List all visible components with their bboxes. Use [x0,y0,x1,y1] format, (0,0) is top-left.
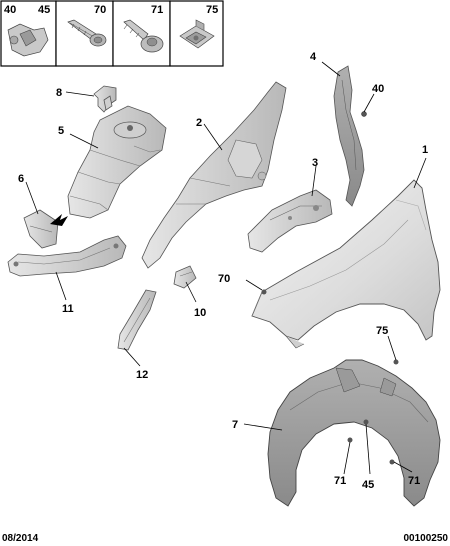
clip-75-marker [393,359,399,365]
callout-71-right: 71 [408,475,420,487]
part-4-seal-strip [333,65,365,207]
header-label-71: 71 [151,4,163,16]
callout-75: 75 [376,325,388,337]
footer-date: 08/2014 [2,533,39,544]
callout-40: 40 [372,83,384,95]
callout-5: 5 [58,125,64,137]
screw-icon [67,19,107,47]
leader-lines [25,61,427,475]
part-2-upper-rail [141,81,287,269]
callout-labels: 1 2 3 4 5 6 7 8 10 11 12 40 70 75 71 45 … [18,51,428,491]
header-box-70: 70 [55,0,114,67]
callout-70: 70 [218,273,230,285]
callout-10: 10 [194,307,206,319]
header-box-40-45: 40 45 [0,0,57,67]
clip-icon [7,23,49,57]
part-7-wheel-arch-liner [267,359,441,507]
footer-reference: 00100250 [404,533,449,544]
bolt-71-right-marker [389,459,395,465]
callout-71-left: 71 [334,475,346,487]
header-label-70: 70 [94,4,106,16]
header-label-75: 75 [206,4,218,16]
callout-6: 6 [18,173,24,185]
callout-12: 12 [136,369,148,381]
header-box-75: 75 [169,0,224,67]
callout-45: 45 [362,479,374,491]
bolt-71-left-marker [347,437,353,443]
part-11-lower-rail [7,235,127,277]
direction-arrow [50,214,68,226]
clip-40-marker [361,111,367,117]
callout-7: 7 [232,419,238,431]
callout-11: 11 [62,303,74,315]
part-5-strut-tower [67,105,167,219]
header-label-40: 40 [4,4,16,16]
clip-45-marker [363,419,369,425]
callout-2: 2 [196,117,202,129]
callout-3: 3 [312,157,318,169]
part-1-front-fender [251,179,441,349]
part-8-bracket [93,85,117,113]
callout-1: 1 [422,144,428,156]
part-6-plate [23,209,59,249]
nut-clip-icon [179,19,215,49]
header-label-45: 45 [38,4,50,16]
part-3-bracket-assembly [247,189,333,253]
callout-8: 8 [56,87,62,99]
screw-70-marker [261,289,267,295]
part-10-bracket [173,265,197,289]
bolt-icon [123,19,164,53]
callout-4: 4 [310,51,317,63]
header-box-71: 71 [112,0,171,67]
part-12-reinforcement [117,289,157,351]
